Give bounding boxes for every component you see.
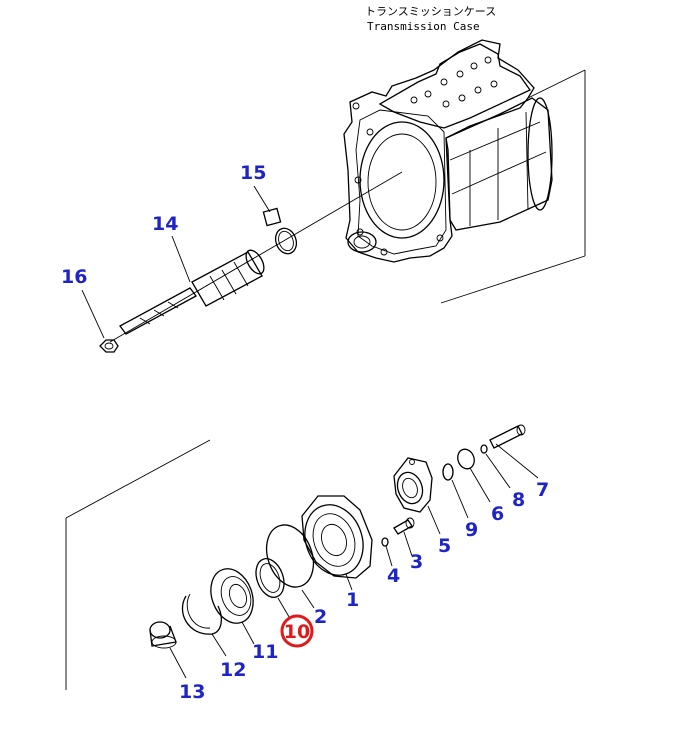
callout-6: 6: [491, 503, 504, 525]
case-caption: トランスミッションケース Transmission Case: [365, 5, 496, 33]
callout-9: 9: [465, 519, 478, 541]
part-15-seal-ring: [253, 185, 298, 255]
part-1-housing: [301, 495, 373, 591]
highlight-circle: [280, 614, 314, 648]
callout-4: 4: [387, 565, 400, 587]
callout-10-highlight: 10: [280, 614, 314, 648]
callout-15: 15: [240, 162, 266, 184]
callout-8: 8: [512, 489, 525, 511]
part-3-bolt: [393, 517, 415, 557]
callout-12: 12: [220, 659, 246, 681]
part-11-bearing: [210, 568, 255, 645]
part-9-o-ring: [442, 463, 469, 519]
transmission-case: [343, 39, 586, 304]
part-12-retaining-ring: [181, 593, 227, 657]
part-13-nut: [149, 621, 187, 679]
callout-2: 2: [314, 606, 327, 628]
callout-14: 14: [152, 213, 178, 235]
callout-16: 16: [61, 266, 87, 288]
part-10-snap-ring: [255, 558, 293, 623]
callout-11: 11: [252, 641, 278, 663]
part-6-plate: [457, 448, 491, 503]
part-2-o-ring: [265, 524, 315, 609]
part-14-shaft: [119, 235, 265, 335]
part-16-nut: [81, 289, 119, 353]
callout-labels: 15 14 16 7 8 6 9 5 3 4 1 2 11 12 13 10: [61, 162, 549, 703]
caption-japanese: トランスミッションケース: [365, 5, 496, 18]
callout-13: 13: [179, 681, 205, 703]
part-5-flange: [393, 457, 441, 535]
caption-english: Transmission Case: [367, 20, 480, 33]
callout-7: 7: [536, 479, 549, 501]
callout-3: 3: [410, 551, 423, 573]
lower-frame: [65, 439, 211, 690]
part-7-bolt: [489, 424, 539, 479]
callout-5: 5: [438, 535, 451, 557]
part-8-washer: [480, 444, 511, 489]
part-4-washer: [381, 537, 393, 567]
callout-10: 10: [284, 621, 310, 643]
callout-1: 1: [346, 589, 359, 611]
